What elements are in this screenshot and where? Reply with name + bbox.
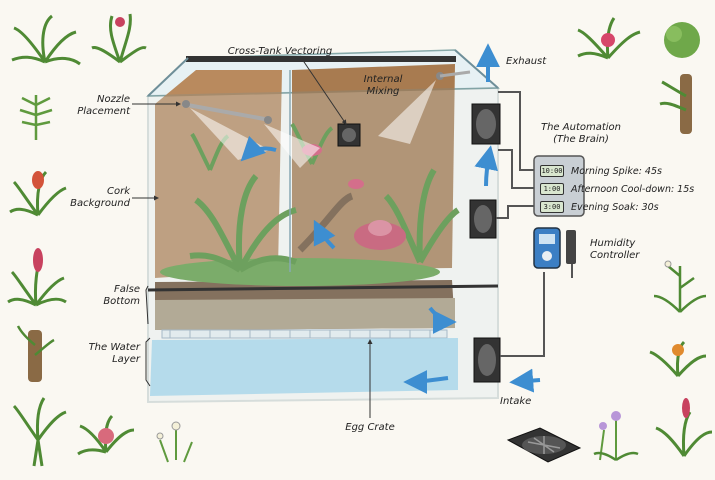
cross-tank-vectoring-label: Cross-Tank Vectoring (227, 46, 333, 57)
timer-label: Evening Soak: 30s (571, 201, 659, 213)
cork-background-panel (155, 70, 282, 278)
fan-icon (469, 199, 497, 239)
exhaust-label: Exhaust (506, 56, 547, 67)
timer-display: 10:00 (540, 165, 564, 177)
misting-system (181, 70, 471, 168)
plant-icon (7, 248, 67, 307)
fan-icon (473, 337, 501, 383)
fan-icon (471, 103, 501, 145)
control-wiring (496, 91, 573, 357)
plant-icon (77, 414, 135, 456)
egg-crate-grid (161, 329, 448, 339)
fan-icon (506, 427, 582, 463)
plant-icon (12, 397, 67, 467)
false-bottom-label: False Bottom (103, 284, 140, 307)
timer-label: Afternoon Cool-down: 15s (571, 183, 695, 195)
cork-background-label: Cork Background (70, 186, 130, 209)
plant-icon (664, 22, 700, 58)
timer-label: Morning Spike: 45s (571, 165, 662, 177)
label-leader-lines (132, 55, 373, 418)
humidity-controller-label: Humidity Controller (590, 238, 640, 261)
timer-row-afternoon: 1:00 Afternoon Cool-down: 15s (540, 183, 694, 195)
internal-mixing-label: Internal Mixing (363, 74, 403, 97)
plant-icon (91, 13, 147, 64)
timer-display: 1:00 (540, 183, 564, 195)
plant-icon (9, 170, 67, 217)
humidity-controller-icon (533, 227, 576, 269)
plant-icon (11, 14, 81, 66)
timer-row-evening: 3:00 Evening Soak: 30s (540, 201, 659, 213)
plant-icon (156, 421, 193, 463)
egg-crate-label: Egg Crate (345, 422, 395, 433)
water-layer-label: The Water Layer (88, 342, 140, 365)
plant-icon (19, 95, 53, 140)
plant-icon (653, 260, 707, 313)
airflow-arrows (240, 43, 541, 394)
decorative-plant-icons-left (7, 13, 193, 467)
plant-icon (593, 411, 639, 462)
nozzle-placement-label: Nozzle Placement (77, 94, 130, 117)
timer-row-morning: 10:00 Morning Spike: 45s (540, 165, 662, 177)
plant-icon (577, 17, 641, 60)
plant-icon (655, 398, 713, 457)
water-layer (150, 338, 458, 396)
plant-icon (649, 340, 707, 377)
intake-label: Intake (500, 396, 532, 407)
decorative-plant-icons-right (577, 17, 713, 462)
terrarium-tank (146, 49, 500, 404)
timer-display: 3:00 (540, 201, 564, 213)
plant-icon (659, 74, 692, 134)
plant-icon (16, 325, 55, 382)
tank-foliage (160, 122, 460, 286)
automation-label: The Automation (The Brain) (540, 122, 622, 145)
misting-nozzle-icon (182, 72, 444, 124)
fan-icon (337, 123, 361, 147)
